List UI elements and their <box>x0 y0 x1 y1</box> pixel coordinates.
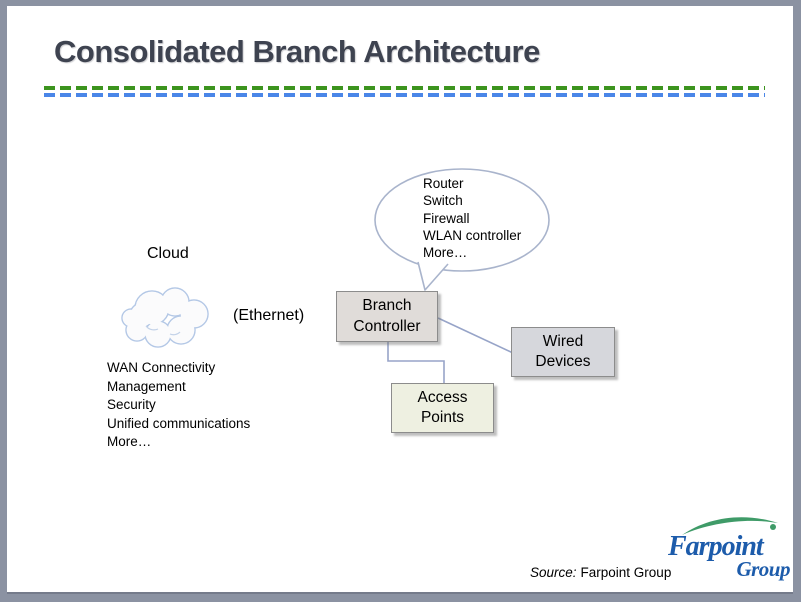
cloud-services-list: WAN Connectivity Management Security Uni… <box>107 359 250 452</box>
cloud-service-item: Security <box>107 397 156 413</box>
callout-bubble-shape <box>374 168 550 291</box>
cloud-service-item: More… <box>107 434 152 450</box>
callout-item: Router <box>423 176 464 191</box>
farpoint-group-logo: Farpoint Group <box>668 512 794 581</box>
callout-item: WLAN controller <box>423 227 522 243</box>
source-value: Farpoint Group <box>580 565 672 580</box>
callout-item: Switch <box>423 193 463 209</box>
node-wired-devices: Wired Devices <box>511 327 615 377</box>
node-access-points: Access Points <box>391 383 494 433</box>
divider-dashed-blue <box>44 93 765 97</box>
source-label: Source: <box>530 565 577 580</box>
cloud-service-item: Unified communications <box>107 415 251 431</box>
node-branch-controller: Branch Controller <box>336 291 438 342</box>
divider-dashed-green <box>44 86 765 90</box>
cloud-service-item: Management <box>107 378 186 394</box>
callout-item: Firewall <box>423 210 470 226</box>
cloud-service-item: WAN Connectivity <box>107 360 216 375</box>
source-note: Source:Farpoint Group <box>530 565 671 580</box>
callout-item-list: Router Switch Firewall WLAN controller M… <box>423 175 553 261</box>
page-title: Consolidated Branch Architecture <box>54 34 540 69</box>
logo-swoosh-icon <box>682 517 778 535</box>
callout-item: More… <box>423 245 468 261</box>
cloud-label: Cloud <box>147 245 189 262</box>
cloud-icon <box>121 287 209 348</box>
logo-submark: Group <box>736 557 790 581</box>
logo-wordmark: Farpoint <box>668 531 764 562</box>
ethernet-label: (Ethernet) <box>233 307 305 324</box>
